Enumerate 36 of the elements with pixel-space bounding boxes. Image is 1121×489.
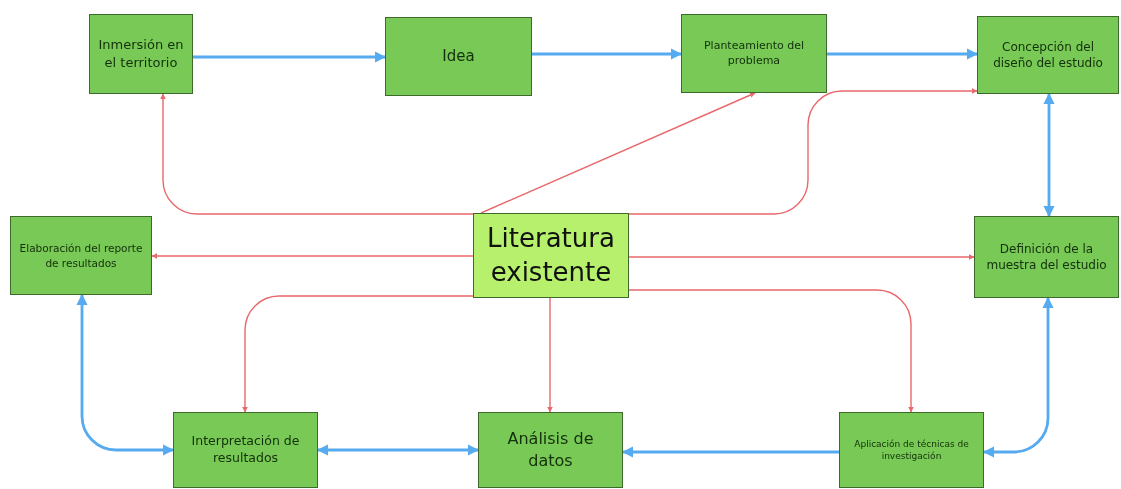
- arrow: [628, 254, 975, 260]
- process-box: [385, 17, 532, 96]
- box-label: Planteamiento del problema: [702, 38, 806, 69]
- box-label: Elaboración del reporte de resultados: [18, 241, 144, 270]
- box-label: Interpretación de resultados: [190, 433, 301, 467]
- arrow: [242, 295, 474, 413]
- process-box: [478, 412, 623, 488]
- process-box: [89, 14, 193, 94]
- box-label: Análisis de datos: [506, 428, 595, 472]
- box-label: Literatura existente: [486, 221, 616, 289]
- box-label: Concepción del diseño del estudio: [992, 38, 1104, 72]
- arrow: [193, 51, 387, 63]
- process-box: [977, 16, 1119, 94]
- arrow: [1043, 92, 1055, 218]
- arrow: [982, 296, 1054, 458]
- process-box: [473, 213, 629, 298]
- box-label: Inmersión en el territorio: [97, 36, 185, 72]
- arrow: [160, 93, 474, 215]
- arrow: [316, 444, 480, 456]
- arrow: [480, 92, 756, 214]
- arrow: [76, 293, 175, 456]
- arrow: [151, 253, 474, 259]
- box-label: Aplicación de técnicas de investigación: [853, 437, 970, 463]
- process-box: [974, 216, 1119, 298]
- arrow: [547, 297, 553, 413]
- process-box: [173, 412, 318, 488]
- process-box: [839, 412, 984, 488]
- process-box: [681, 14, 827, 93]
- process-box: [10, 216, 152, 295]
- arrow: [628, 88, 978, 215]
- box-label: Definición de la muestra del estudio: [985, 240, 1108, 274]
- arrow: [827, 48, 979, 60]
- box-label: Idea: [442, 46, 475, 67]
- arrow: [621, 446, 839, 458]
- arrow: [532, 48, 683, 60]
- arrow: [628, 289, 914, 413]
